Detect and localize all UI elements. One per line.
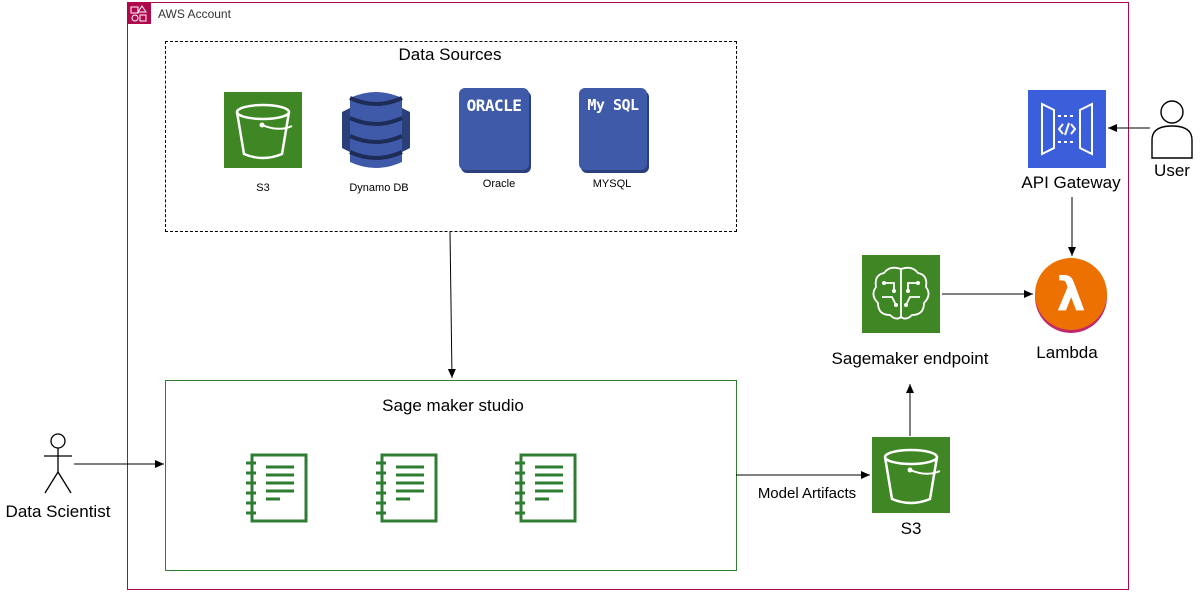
data-scientist-actor-icon <box>40 432 76 496</box>
mysql-badge-text: My SQL <box>587 96 639 114</box>
user-actor-icon <box>1148 98 1196 160</box>
lambda-icon: λ <box>1035 258 1107 330</box>
aws-account-frame <box>127 2 1129 590</box>
data-source-oracle-label: Oracle <box>482 178 516 190</box>
dynamodb-icon <box>340 88 412 172</box>
api-gateway-label: API Gateway <box>1021 173 1121 192</box>
oracle-icon: ORACLE <box>459 88 529 170</box>
notebook-icon <box>513 453 579 525</box>
sagemaker-studio-title: Sage maker studio <box>382 396 524 415</box>
data-sources-title: Data Sources <box>398 45 502 64</box>
mysql-icon: My SQL <box>579 88 647 170</box>
data-source-s3-label: S3 <box>256 182 270 194</box>
user-label: User <box>1154 161 1190 180</box>
notebook-icon <box>374 453 440 525</box>
data-scientist-label: Data Scientist <box>5 502 111 521</box>
data-source-mysql-label: MYSQL <box>592 178 632 190</box>
artifacts-s3-bucket-icon <box>872 437 950 513</box>
s3-bucket-icon <box>224 92 302 168</box>
aws-account-icon <box>127 2 151 24</box>
artifacts-s3-label: S3 <box>900 519 922 538</box>
lambda-glyph: λ <box>1056 267 1086 321</box>
oracle-badge-text: ORACLE <box>466 96 522 115</box>
api-gateway-icon <box>1028 90 1106 168</box>
lambda-label: Lambda <box>1036 343 1098 362</box>
model-artifacts-edge-label: Model Artifacts <box>757 485 857 502</box>
notebook-icon <box>244 453 310 525</box>
sagemaker-brain-icon <box>862 255 940 333</box>
aws-account-label: AWS Account <box>158 7 231 21</box>
sagemaker-studio-group <box>165 380 737 571</box>
data-source-dynamodb-label: Dynamo DB <box>349 182 409 194</box>
sagemaker-endpoint-label: Sagemaker endpoint <box>831 349 989 368</box>
